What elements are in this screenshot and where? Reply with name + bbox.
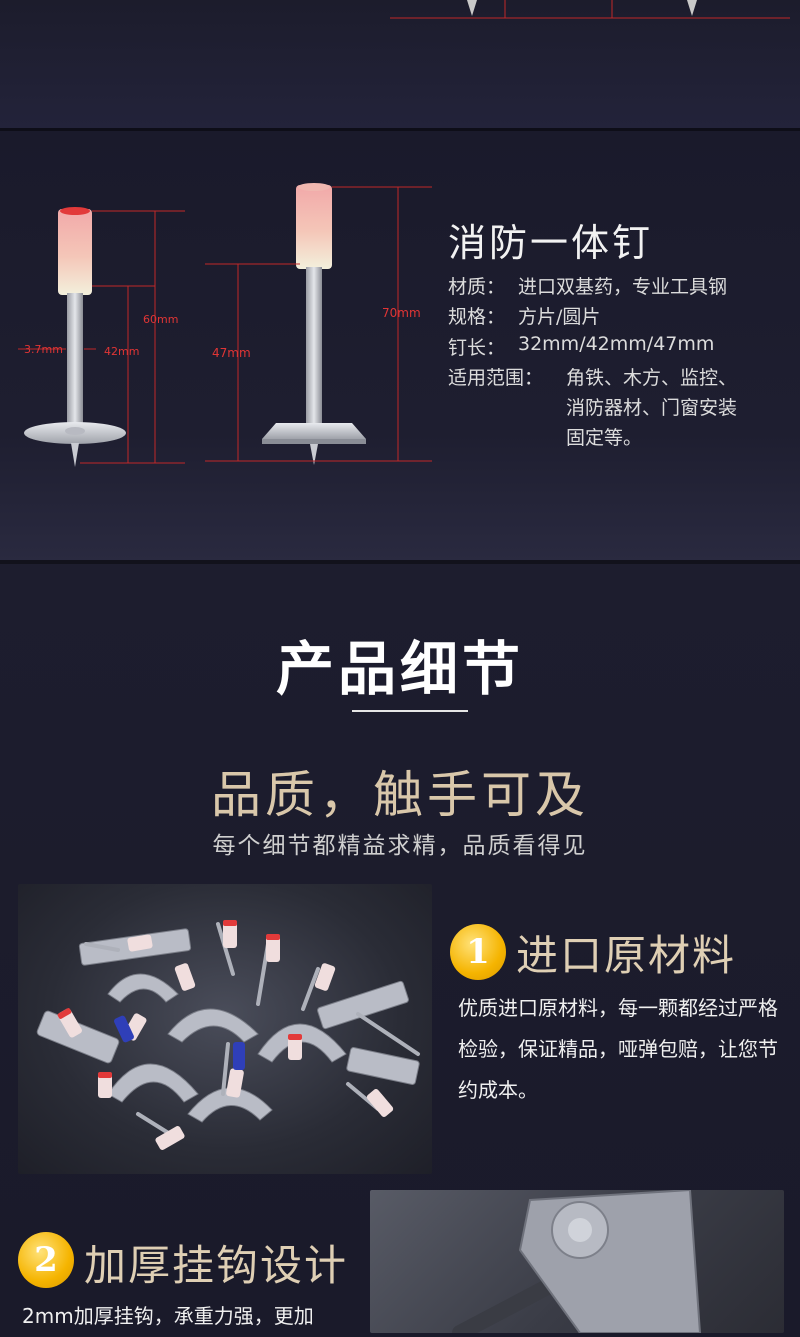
left-dimension-lines <box>18 210 185 464</box>
feature-description: 2mm加厚挂钩，承重力强，更加 <box>22 1304 314 1328</box>
heading-underline <box>352 710 468 712</box>
spec-key-spec: 规格： <box>448 306 506 328</box>
nail-diagram <box>18 183 432 467</box>
dimension-right-shank: 47mm <box>212 346 251 360</box>
section-subtitle: 每个细节都精益求精，品质看得见 <box>212 833 588 859</box>
plate-edge <box>262 439 366 444</box>
section-tagline: 品质，触手可及 <box>211 766 589 824</box>
spec-key-material: 材质： <box>448 276 506 298</box>
right-dimension-lines <box>205 186 432 462</box>
spec-value-usage-1: 角铁、木方、监控、 <box>566 367 738 389</box>
cap-top <box>60 207 90 215</box>
nail-point <box>71 443 79 467</box>
nail-tips-graphic <box>390 0 790 19</box>
round-washer-nail <box>24 207 126 467</box>
hook-closeup-illustration <box>452 1190 702 1333</box>
nails-pile-illustration <box>36 920 420 1150</box>
square-plate-nail <box>262 183 366 465</box>
nail-spec-section <box>0 131 800 563</box>
section-heading: 产品细节 <box>275 635 524 703</box>
spec-value-usage-3: 固定等。 <box>566 427 643 449</box>
dimension-right-total: 70mm <box>382 306 421 320</box>
spec-key-usage: 适用范围： <box>448 367 544 389</box>
feature-description: 优质进口原材料，每一颗都经过严格检验，保证精品，哑弹包赔，让您节约成本。 <box>458 996 778 1102</box>
feature-number-badge: 1 <box>450 924 506 980</box>
top-banner-strip <box>0 0 800 128</box>
section-divider <box>0 128 800 131</box>
nail-tip <box>467 0 477 16</box>
raw-materials-photo <box>18 884 432 1174</box>
thick-hook-photo <box>370 1190 784 1333</box>
dimension-left-total: 60mm <box>143 313 179 326</box>
dimension-left-shank: 42mm <box>104 345 140 358</box>
feature-title: 加厚挂钩设计 <box>84 1241 349 1290</box>
square-plate <box>262 423 366 439</box>
nail-cap <box>296 185 332 269</box>
dimension-diameter: 3.7mm <box>24 343 63 356</box>
spec-title: 消防一体钉 <box>448 221 654 265</box>
feature-number-badge: 2 <box>18 1232 74 1288</box>
feature-title: 进口原材料 <box>516 931 737 980</box>
spec-key-length: 钉长： <box>448 337 506 359</box>
spec-value-spec: 方片/圆片 <box>518 306 601 328</box>
spec-value-length: 32mm/42mm/47mm <box>518 333 715 355</box>
cap-top <box>298 183 330 191</box>
nail-shank <box>67 293 83 443</box>
spec-value-usage-2: 消防器材、门窗安装 <box>566 397 738 419</box>
spec-value-material: 进口双基药，专业工具钢 <box>518 276 728 298</box>
section-divider <box>0 560 800 564</box>
nail-cap <box>58 209 92 295</box>
washer-center <box>65 427 85 435</box>
nail-point <box>310 444 318 465</box>
nail-shank <box>306 267 322 425</box>
nail-tip <box>687 0 697 16</box>
